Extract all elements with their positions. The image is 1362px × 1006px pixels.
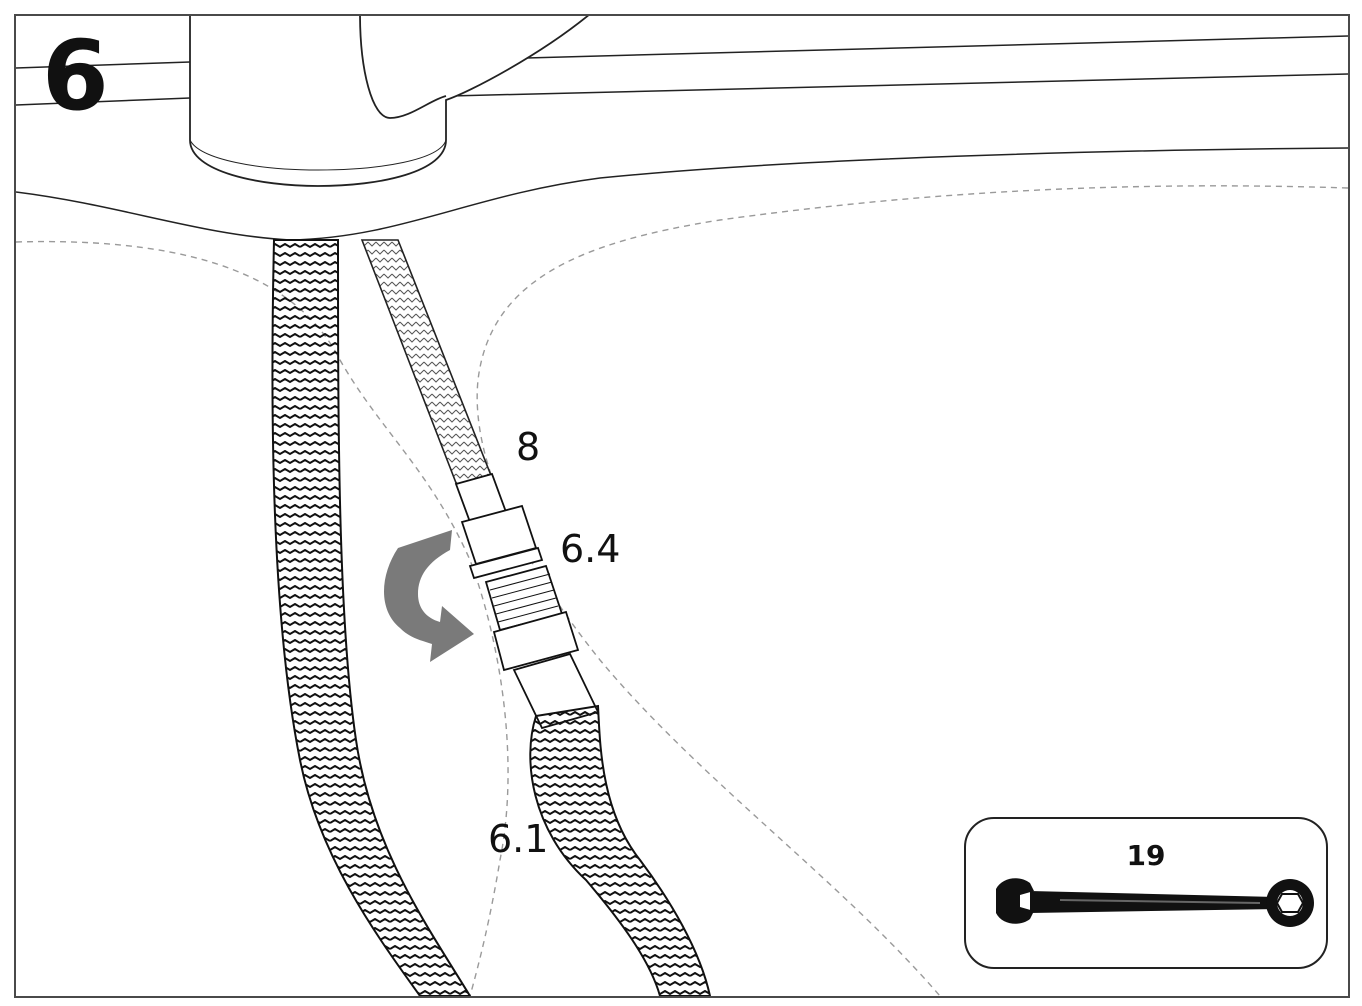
step-number: 6: [42, 20, 109, 132]
label-part-8: 8: [516, 425, 541, 469]
wrench-icon: [996, 878, 1314, 927]
cabinet-dashed-lines: [16, 185, 1348, 996]
faucet-body: [189, 16, 589, 187]
rotation-arrow-icon: [384, 530, 474, 662]
lower-corrugated-hose: [529, 704, 712, 996]
countertop-lines: [16, 35, 1348, 241]
label-part-6-1: 6.1: [488, 817, 549, 861]
label-part-6-4: 6.4: [560, 527, 621, 571]
braided-hose: [360, 239, 494, 489]
wrench-size-label: 19: [1126, 839, 1166, 872]
hose-connector: [454, 472, 600, 730]
left-corrugated-hose: [271, 239, 472, 996]
tool-panel: 19: [964, 817, 1328, 969]
